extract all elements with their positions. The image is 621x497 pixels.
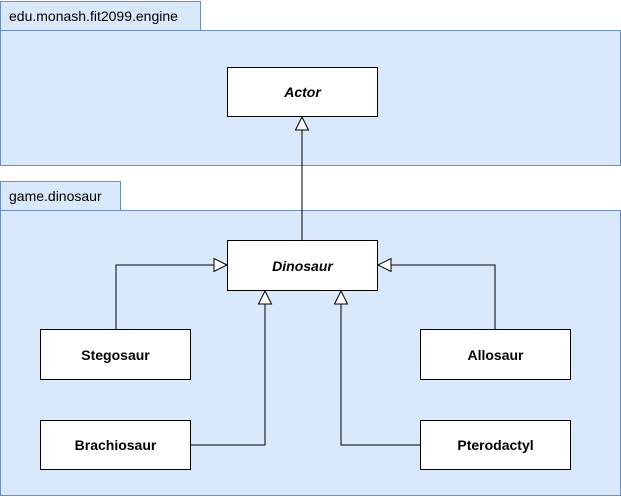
package-tab-engine: edu.monash.fit2099.engine	[0, 1, 201, 31]
class-pterodactyl[interactable]: Pterodactyl	[420, 420, 571, 470]
class-brachiosaur[interactable]: Brachiosaur	[40, 420, 191, 470]
class-name-brachiosaur: Brachiosaur	[74, 437, 157, 453]
edge-pterodactyl-dinosaur	[333, 289, 420, 446]
class-name-pterodactyl: Pterodactyl	[457, 437, 534, 453]
class-name-allosaur: Allosaur	[467, 346, 524, 363]
edge-stegosaur-dinosaur	[115, 257, 229, 329]
class-name-dinosaur: Dinosaur	[272, 257, 333, 274]
class-name-stegosaur: Stegosaur	[81, 346, 150, 363]
package-name-dinosaur: game.dinosaur	[9, 188, 102, 204]
class-stegosaur[interactable]: Stegosaur	[40, 329, 191, 380]
class-name-actor: Actor	[284, 84, 321, 100]
package-tab-dinosaur: game.dinosaur	[0, 181, 121, 211]
class-allosaur[interactable]: Allosaur	[420, 329, 571, 380]
edge-dinosaur-actor	[294, 115, 310, 240]
class-dinosaur[interactable]: Dinosaur	[227, 240, 378, 291]
package-name-engine: edu.monash.fit2099.engine	[9, 8, 178, 24]
edge-allosaur-dinosaur	[376, 257, 496, 329]
class-actor[interactable]: Actor	[227, 67, 378, 117]
edge-brachiosaur-dinosaur	[191, 289, 273, 446]
